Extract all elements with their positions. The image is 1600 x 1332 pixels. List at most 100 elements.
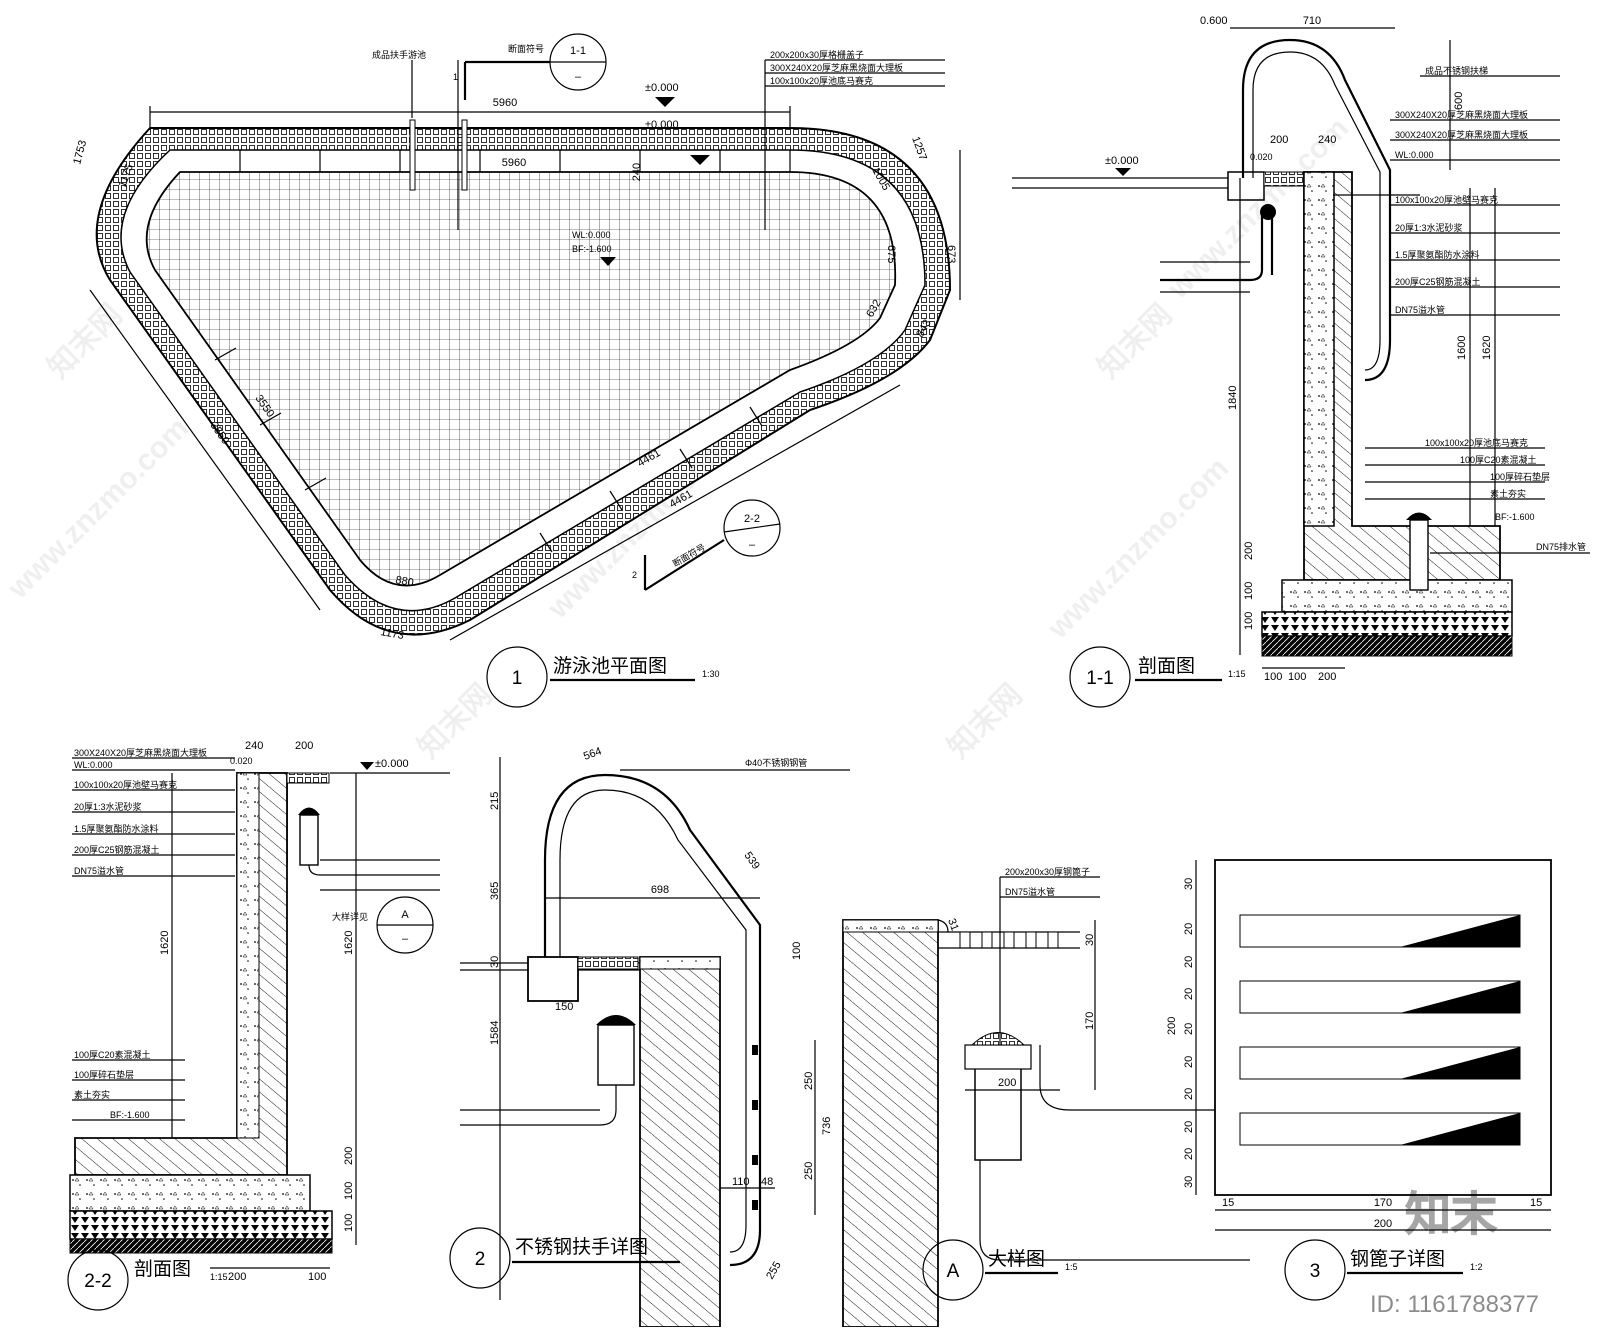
ladder-mark-right — [461, 119, 468, 191]
watermark-cn-4: 知末网 — [942, 678, 1029, 765]
plan-bubble — [486, 646, 548, 708]
s2-dim-240: 240 — [245, 740, 263, 752]
s1-dim-1600: 1600 — [1456, 336, 1468, 360]
s2-detail-dash: – — [402, 933, 409, 945]
s1-note-2: 300X240X20厚芝麻黑烧面大理板 — [1395, 129, 1528, 140]
s2-note-5: 200厚C25钢筋混凝土 — [74, 844, 160, 855]
s1-note-8: DN75溢水管 — [1395, 304, 1445, 315]
grate-dim-row-4: 20 — [1183, 1023, 1195, 1035]
s2-dim-bottom-100: 100 — [308, 1271, 326, 1283]
s2-lnote-0: 100厚C20素混凝土 — [74, 1049, 151, 1060]
a-angle: 31 — [945, 917, 960, 933]
a-note-pipe: DN75溢水管 — [1005, 886, 1055, 897]
hr-dim-736: 736 — [821, 1117, 833, 1135]
dim-coping: 240 — [631, 163, 643, 181]
hr-bubble-number: 2 — [475, 1249, 486, 1270]
cut-1-dash: – — [575, 71, 582, 83]
s2-dim-bottom-200: 200 — [228, 1271, 246, 1283]
plan-scale: 1:30 — [702, 669, 720, 679]
hr-dim-110: 110 — [732, 1176, 750, 1188]
s2-c20-base — [69, 1174, 311, 1212]
s1-note-6: 1.5厚聚氨酯防水涂料 — [1395, 249, 1480, 260]
a-wall — [842, 919, 939, 1328]
grate-dim-row-0: 30 — [1183, 878, 1195, 890]
s2-scale: 1:15 — [210, 1272, 228, 1282]
watermark-logo: 知末 — [1405, 1188, 1497, 1240]
s1-lnote-0: 100x100x20厚池底马赛克 — [1425, 437, 1528, 448]
grate-detail: 30 20 20 20 20 20 20 20 20 30 200 15 170… — [1166, 859, 1552, 1301]
hr-dim-255: 255 — [764, 1260, 784, 1282]
hr-bolts — [752, 1045, 758, 1210]
dim-top-outer: 5960 — [493, 97, 517, 109]
section-1-1: ±0.000 0.020 0.600 710 600 200 240 1840 … — [1012, 15, 1590, 708]
watermark-id: ID: 1161788377 — [1370, 1291, 1539, 1318]
cut-1-label: 1-1 — [570, 45, 586, 57]
pool-plan: 5960 5960 240 ±0.000 ±0.000 WL:0.000 BF:… — [71, 33, 961, 708]
s1-bubble — [1069, 646, 1131, 708]
pool-water-mosaic — [145, 171, 897, 587]
grate-bars — [1239, 914, 1521, 1146]
a-grate — [959, 931, 1059, 949]
s2-note-6: DN75溢水管 — [74, 865, 124, 876]
grate-dim-row-2: 20 — [1183, 956, 1195, 968]
s2-note-4: 1.5厚聚氨酯防水涂料 — [74, 823, 159, 834]
s2-bottom-level: BF:-1.600 — [110, 1110, 150, 1120]
hr-dim-1584: 1584 — [489, 1021, 501, 1045]
plan-note-3: 100x100x20厚池底马赛克 — [770, 75, 873, 86]
hr-wall — [639, 956, 721, 1328]
a-note-grate: 200x200x30厚钢篦子 — [1005, 866, 1090, 877]
plan-bubble-number: 1 — [512, 668, 523, 689]
s2-bubble — [67, 1249, 129, 1311]
hr-dim-150: 150 — [555, 1001, 573, 1013]
s1-note-5: 20厚1:3水泥砂浆 — [1395, 222, 1463, 233]
dim-right-corner: 1257 — [909, 135, 929, 162]
hr-dim-diag: 539 — [742, 850, 762, 872]
grate-dim-side-r: 15 — [1530, 1197, 1542, 1209]
s1-bottom-level: BF:-1.600 — [1495, 512, 1535, 522]
plan-title: 游泳池平面图 — [553, 655, 667, 677]
s1-handrail — [1241, 38, 1392, 382]
s1-note-7: 200厚C25钢筋混凝土 — [1395, 276, 1481, 287]
a-bubble — [922, 1239, 984, 1301]
hr-pipe-note: Φ40不锈钢钢管 — [745, 757, 807, 768]
grate-dim-row-1: 20 — [1183, 923, 1195, 935]
s2-overflow — [299, 814, 319, 866]
grate-dim-side-l: 15 — [1222, 1197, 1234, 1209]
s1-soil — [1261, 635, 1513, 657]
hr-dim-30: 30 — [489, 956, 501, 968]
s1-note-1: 300X240X20厚芝麻黑烧面大理板 — [1395, 109, 1528, 120]
s1-dim-rail-height: 600 — [1453, 92, 1465, 110]
s2-level-ground: ±0.000 — [375, 758, 409, 770]
s1-dim-base-100a: 100 — [1243, 582, 1255, 600]
watermark-url-3: www.znzmo.com — [1041, 452, 1235, 646]
cut-2-num: 2 — [632, 570, 637, 580]
s1-overflow-pipe — [1160, 210, 1264, 282]
hr-bubble — [449, 1227, 511, 1289]
dim-bottom-corner-inner: 880 — [394, 574, 414, 589]
grate-scale: 1:2 — [1470, 1262, 1483, 1272]
hr-dim-250b: 250 — [803, 1162, 815, 1180]
s2-dim-base-200: 200 — [343, 1147, 355, 1165]
grate-dim-row-6: 20 — [1183, 1088, 1195, 1100]
hr-dim-mid: 365 — [489, 882, 501, 900]
hr-dim-arc: 564 — [582, 745, 603, 763]
plan-water-level: WL:0.000 — [572, 230, 611, 240]
s2-gravel — [69, 1210, 333, 1240]
s1-dim-bottom-200: 200 — [1318, 671, 1336, 683]
s1-lnote-3: 素土夯实 — [1490, 488, 1526, 499]
dim-bottom-corner-outer: 1173 — [379, 626, 404, 642]
ladder-mark-left — [409, 119, 416, 191]
a-dim-30: 30 — [1084, 934, 1096, 946]
plan-note-1: 200x200x30厚格栅盖子 — [770, 49, 864, 60]
a-dim-170: 170 — [1084, 1012, 1096, 1030]
s1-dim-coping-200: 200 — [1270, 134, 1288, 146]
s1-drain — [1409, 519, 1429, 591]
s1-dim-bottom-100b: 100 — [1288, 671, 1306, 683]
s2-dim-base-100a: 100 — [343, 1182, 355, 1200]
s1-lnote-1: 100厚C20素混凝土 — [1460, 454, 1537, 465]
s2-bubble-label: 2-2 — [84, 1271, 111, 1292]
dim-left-corner: 1753 — [71, 139, 89, 166]
grate-dim-row-7: 20 — [1183, 1121, 1195, 1133]
grate-bubble-number: 3 — [1310, 1261, 1321, 1282]
cut-1-num: 1 — [453, 72, 458, 82]
